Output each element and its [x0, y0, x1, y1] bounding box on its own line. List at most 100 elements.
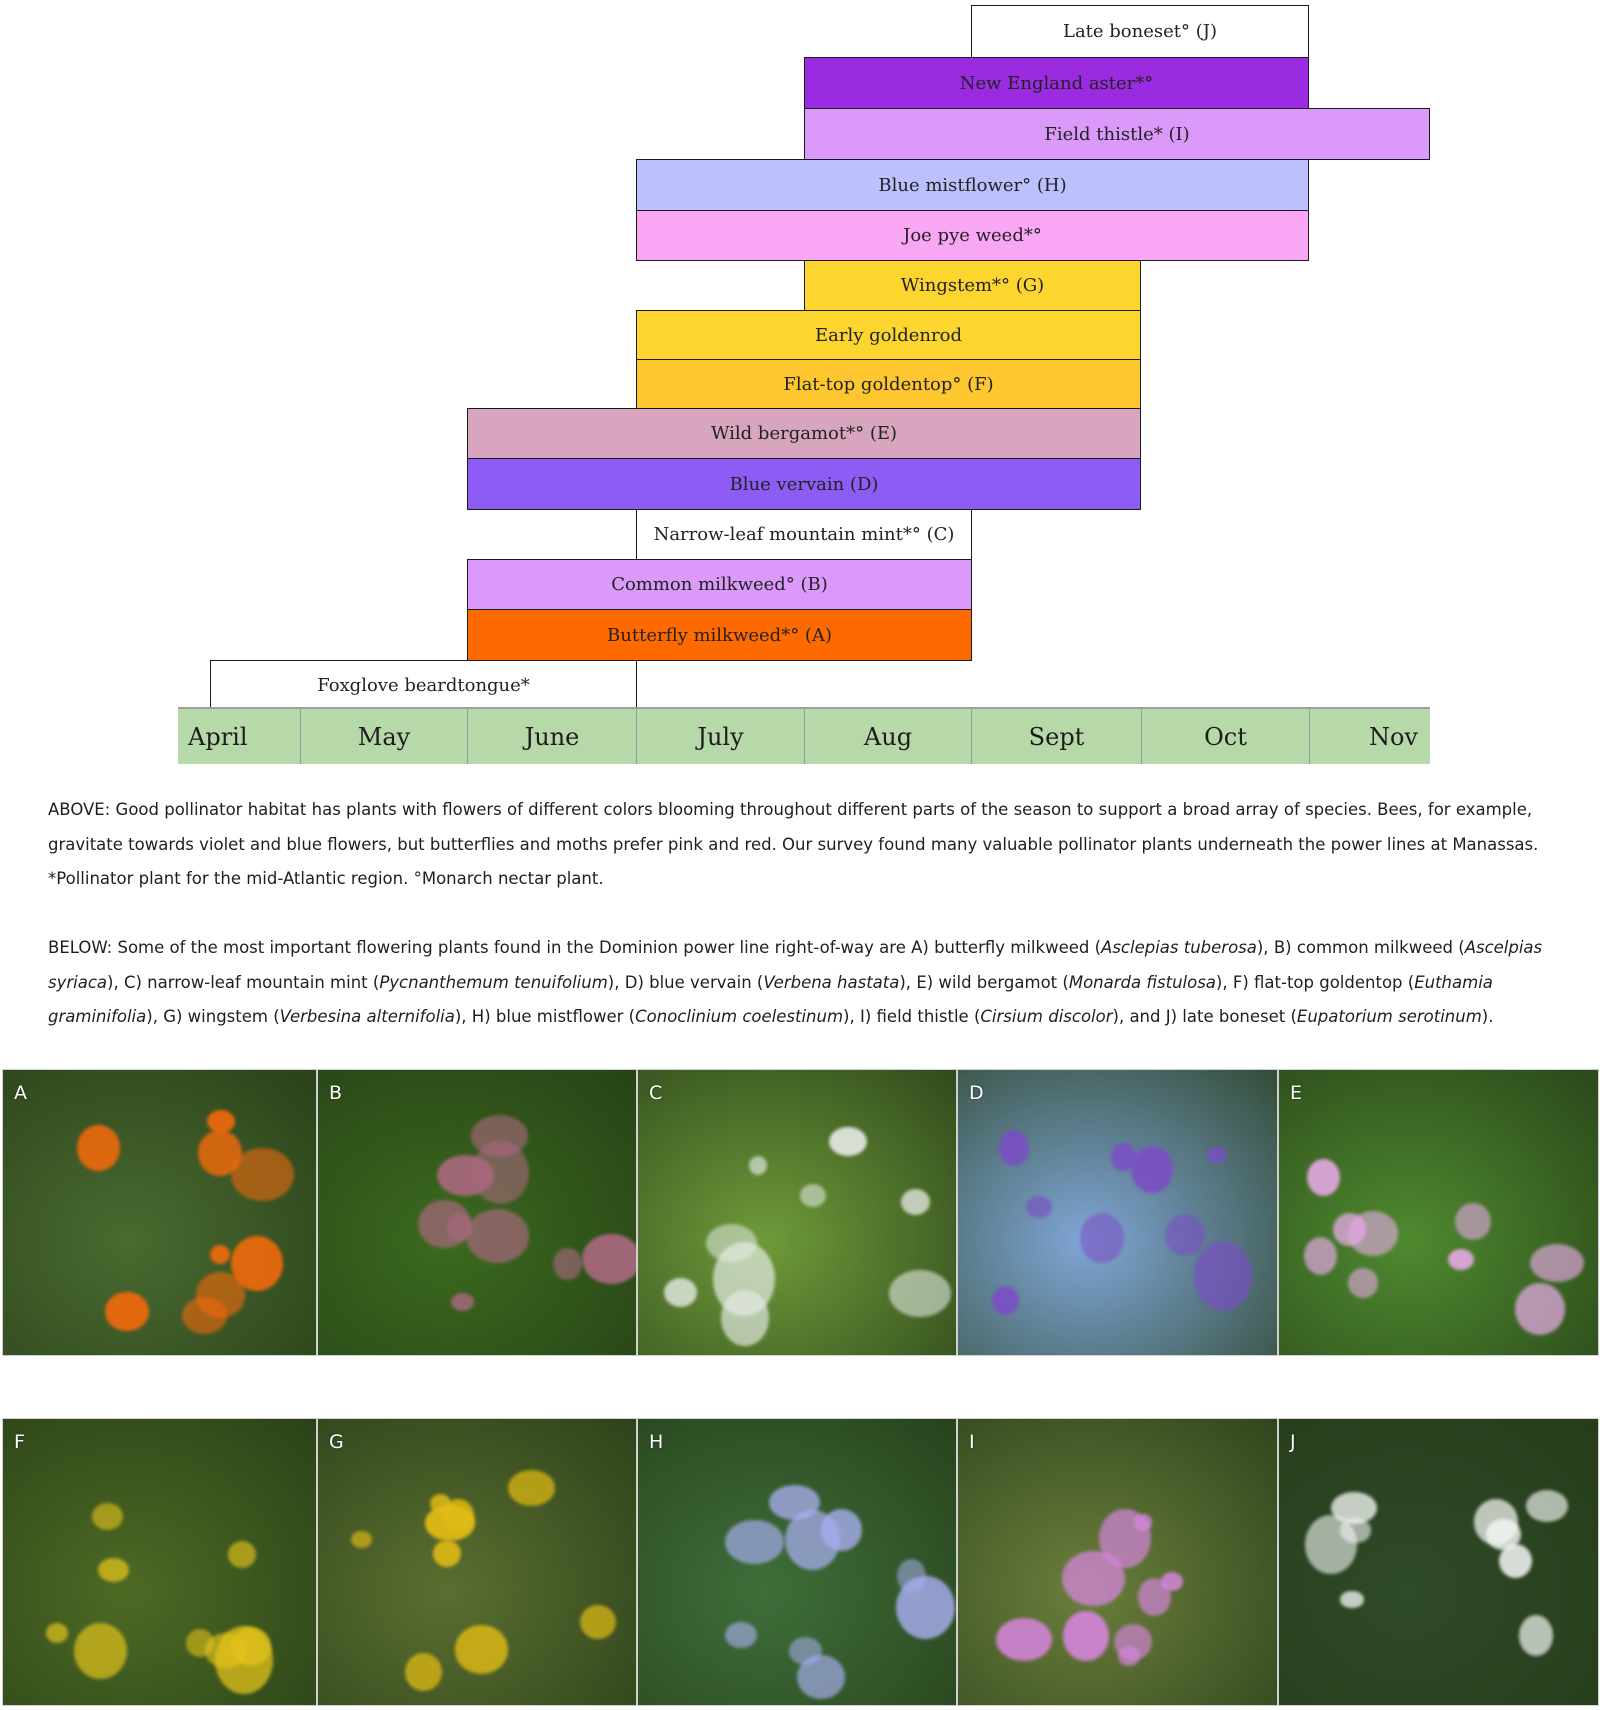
month-axis: April May June July Aug Sept Oct Nov [178, 707, 1430, 764]
flower-shape [231, 1148, 294, 1202]
month-sept: Sept [971, 709, 1141, 764]
bar-field-thistle: Field thistle* (I) [804, 108, 1430, 160]
flower-shape [465, 1209, 530, 1263]
flower-shape [663, 1278, 697, 1308]
flower-shape [97, 1558, 129, 1583]
photo-b: B [317, 1069, 637, 1356]
photo-label: A [14, 1082, 27, 1104]
bar-label: Late boneset° (J) [1062, 21, 1217, 42]
photo-f: F [2, 1418, 317, 1706]
flower-shape [998, 1130, 1029, 1166]
flower-shape [1498, 1544, 1532, 1578]
latin-name: Euthamia graminifolia [48, 972, 1493, 1027]
bar-narrow-leaf-mountain-mint: Narrow-leaf mountain mint*° (C) [636, 509, 972, 560]
flower-shape [1131, 1146, 1173, 1194]
photo-label: I [969, 1431, 975, 1453]
flower-shape [796, 1655, 845, 1699]
bar-early-goldenrod: Early goldenrod [636, 310, 1141, 360]
latin-name: Ascelpias syriaca [48, 938, 1543, 992]
flower-shape [896, 1575, 956, 1639]
flower-shape [1514, 1282, 1566, 1336]
flower-shape [725, 1621, 758, 1649]
bar-label: Flat-top goldentop° (F) [783, 373, 994, 395]
photo-g: G [317, 1418, 637, 1706]
bar-label: Narrow-leaf mountain mint*° (C) [653, 524, 955, 545]
flower-shape [1133, 1514, 1153, 1531]
flower-shape [1455, 1202, 1492, 1241]
photo-i: I [957, 1418, 1278, 1706]
flower-shape [829, 1126, 868, 1156]
flower-shape [996, 1618, 1053, 1662]
photo-c: C [637, 1069, 957, 1356]
flower-shape [507, 1469, 556, 1507]
bar-label: New England aster*° [959, 72, 1154, 94]
bar-label: Early goldenrod [815, 324, 962, 346]
latin-name: Verbesina alternifolia [279, 1007, 455, 1026]
month-oct: Oct [1141, 709, 1309, 764]
caption-plant-g: G) wingstem ( [163, 1007, 280, 1026]
month-nov: Nov [1309, 709, 1430, 764]
photo-label: D [969, 1082, 984, 1104]
photo-label: F [14, 1431, 25, 1453]
flower-shape [1063, 1611, 1110, 1662]
caption-below: BELOW: Some of the most important flower… [48, 938, 1543, 1027]
photo-a: A [2, 1069, 317, 1356]
flower-shape [450, 1293, 475, 1312]
flower-shape [231, 1235, 283, 1291]
latin-name: Verbena hastata [763, 972, 900, 992]
flower-shape [1118, 1645, 1141, 1667]
month-june: June [467, 709, 636, 764]
flower-shape [1340, 1591, 1365, 1608]
flower-shape [91, 1502, 123, 1530]
flower-shape [76, 1125, 120, 1172]
flower-shape [579, 1604, 616, 1640]
flower-shape [1307, 1158, 1340, 1196]
caption-plant-c: C) narrow-leaf mountain mint ( [123, 972, 380, 992]
flower-shape [1304, 1236, 1337, 1275]
flower-shape [1525, 1489, 1569, 1523]
bar-label: Common milkweed° (B) [611, 574, 828, 595]
bar-label: Field thistle* (I) [1044, 123, 1190, 145]
flower-shape [582, 1234, 636, 1285]
bar-late-boneset: Late boneset° (J) [971, 5, 1309, 58]
bar-butterfly-milkweed: Butterfly milkweed*° (A) [467, 609, 972, 661]
bar-wild-bergamot: Wild bergamot*° (E) [467, 408, 1141, 459]
photo-h: H [637, 1418, 957, 1706]
flower-shape [1518, 1614, 1554, 1656]
month-july: July [636, 709, 804, 764]
bar-label: Wild bergamot*° (E) [710, 423, 898, 444]
caption-plant-h: H) blue mistflower ( [471, 1007, 636, 1026]
flower-shape [73, 1623, 127, 1680]
photo-j: J [1278, 1418, 1599, 1706]
photo-label: C [649, 1082, 663, 1104]
flower-shape [769, 1484, 820, 1521]
bar-joe-pye-weed: Joe pye weed*° [636, 210, 1309, 261]
flower-shape [992, 1286, 1019, 1316]
flower-shape [800, 1184, 826, 1208]
flower-shape [204, 1632, 247, 1669]
flower-shape [1025, 1196, 1052, 1218]
caption-plant-j: J) late boneset ( [1165, 1007, 1297, 1026]
flower-shape [1161, 1572, 1184, 1592]
caption-plant-a: A) butterfly milkweed ( [911, 938, 1102, 957]
caption-above: ABOVE: Good pollinator habitat has plant… [48, 800, 1539, 888]
flower-shape [1205, 1146, 1227, 1163]
flower-shape [228, 1541, 257, 1569]
flower-shape [198, 1130, 243, 1177]
bar-foxglove-beardtongue: Foxglove beardtongue* [210, 660, 637, 709]
flower-shape [471, 1140, 529, 1205]
bar-label: Wingstem*° (G) [900, 275, 1045, 296]
caption-plant-f: F) flat-top goldentop ( [1232, 972, 1415, 992]
flower-shape [1333, 1213, 1367, 1246]
bar-flat-top-goldentop: Flat-top goldentop° (F) [636, 359, 1141, 409]
flower-shape [105, 1291, 149, 1332]
photo-d: D [957, 1069, 1278, 1356]
bar-label: Blue mistflower° (H) [878, 174, 1067, 196]
flower-shape [209, 1244, 230, 1265]
flower-shape [405, 1652, 442, 1691]
bar-label: Foxglove beardtongue* [317, 674, 530, 696]
flower-shape [901, 1189, 931, 1216]
flower-shape [821, 1508, 863, 1551]
flower-shape [1347, 1267, 1379, 1298]
flower-shape [454, 1625, 508, 1674]
